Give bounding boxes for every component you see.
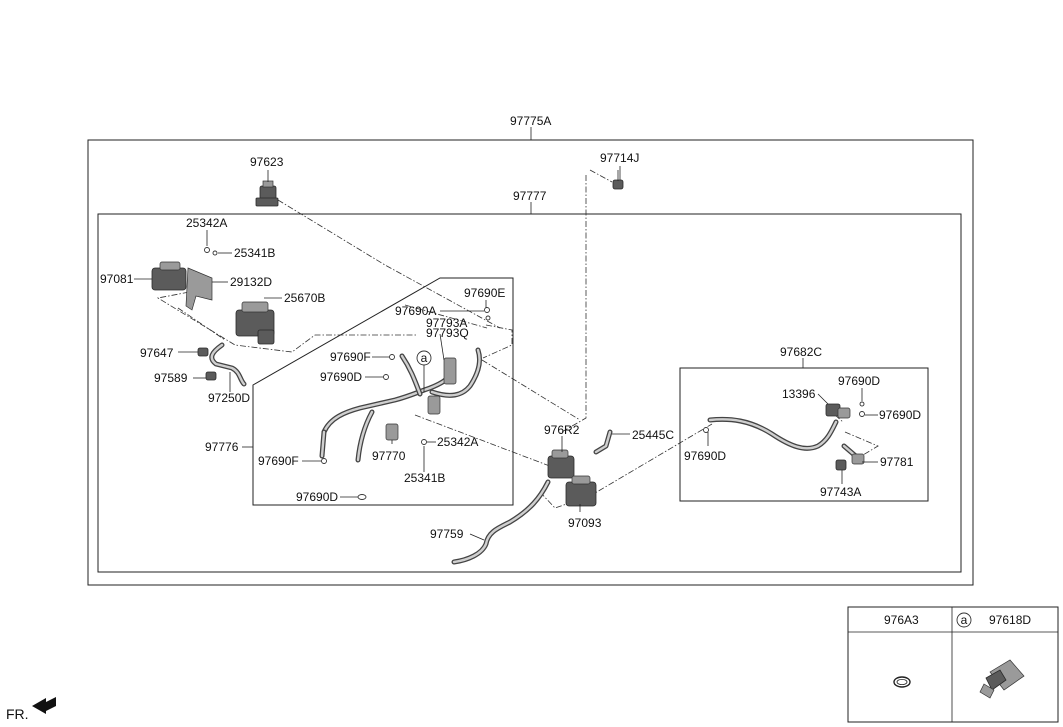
assembly-frame-outer <box>87 139 974 586</box>
label-97781: 97781 <box>880 455 914 469</box>
label-25341B-bottom: 25341B <box>404 471 445 485</box>
part-97781-fitting <box>851 453 865 465</box>
callout-a-marker: a <box>416 350 432 392</box>
label-25670B: 25670B <box>284 291 325 305</box>
legend-header-97618D: 97618D <box>989 613 1031 627</box>
label-97250D: 97250D <box>208 391 250 405</box>
label-25341B-top: 25341B <box>234 246 275 260</box>
label-97690D-top: 97690D <box>320 370 362 384</box>
label-976R2: 976R2 <box>544 423 580 437</box>
label-97793A: 97793A <box>426 316 467 330</box>
label-97759: 97759 <box>430 527 464 541</box>
part-97714J-bolt <box>612 170 624 190</box>
pipe-97682C <box>707 416 861 461</box>
label-97743A: 97743A <box>820 485 861 499</box>
label-25342A-top: 25342A <box>186 216 227 230</box>
o-rings <box>204 247 865 500</box>
fr-text: FR. <box>6 706 29 722</box>
label-97623: 97623 <box>250 155 284 169</box>
assembly-frame-inner <box>97 213 962 573</box>
part-97081-module <box>151 261 187 291</box>
part-97589-bolt <box>205 371 217 381</box>
legend-part-97618D-sensor <box>979 659 1025 699</box>
subassembly-97776-frame <box>252 277 514 506</box>
part-97647-bolt <box>197 347 209 357</box>
part-labels: 97775A 97777 97623 97714J 25342A 25341B … <box>100 114 921 541</box>
part-97093-valve <box>565 475 597 507</box>
pipe-97759 <box>451 479 551 565</box>
label-97776: 97776 <box>205 440 239 454</box>
pipe-25445C <box>593 429 613 455</box>
label-97690D-right-mid: 97690D <box>879 408 921 422</box>
label-97690D-right-top: 97690D <box>838 374 880 388</box>
label-97690F-bottom: 97690F <box>258 454 299 468</box>
legend-part-976A3-oring <box>893 676 911 688</box>
label-97714J: 97714J <box>600 151 639 165</box>
label-97093: 97093 <box>568 516 602 530</box>
label-97682C: 97682C <box>780 345 822 359</box>
label-97777: 97777 <box>513 189 547 203</box>
part-97623-valve <box>255 180 279 207</box>
callout-a-text: a <box>421 351 428 365</box>
label-97793Q: 97793Q <box>426 326 469 340</box>
label-29132D: 29132D <box>230 275 272 289</box>
part-29132D-bracket <box>185 267 213 311</box>
part-13396-sensor <box>825 403 851 419</box>
pipe-97250D <box>209 342 247 387</box>
legend-marker-a: a <box>961 613 968 627</box>
label-97081: 97081 <box>100 272 134 286</box>
part-97770-clip <box>385 423 399 441</box>
leader-lines <box>134 166 878 541</box>
fr-arrow-icon <box>32 697 56 714</box>
part-976R2-valve <box>547 449 575 479</box>
label-97690F-top: 97690F <box>330 350 371 364</box>
label-97775A: 97775A <box>510 114 551 128</box>
label-97690D-right-left: 97690D <box>684 449 726 463</box>
label-97589: 97589 <box>154 371 188 385</box>
label-97690A: 97690A <box>395 304 436 318</box>
label-97690D-bottom: 97690D <box>296 490 338 504</box>
label-25342A-bottom: 25342A <box>437 435 478 449</box>
label-25445C: 25445C <box>632 428 674 442</box>
part-97743A-fitting <box>835 459 847 471</box>
label-97770: 97770 <box>372 449 406 463</box>
label-13396: 13396 <box>782 387 816 401</box>
part-25670B-heater <box>235 301 275 345</box>
pipe-97776-main <box>319 347 483 463</box>
label-97647: 97647 <box>140 346 174 360</box>
subassembly-97682C-frame <box>679 367 929 502</box>
part-97793-clips <box>427 357 457 415</box>
fr-direction-indicator: FR. <box>6 697 56 722</box>
legend-table: 976A3 a 97618D <box>847 606 1059 723</box>
legend-header-976A3: 976A3 <box>884 613 919 627</box>
label-97690E: 97690E <box>464 286 505 300</box>
